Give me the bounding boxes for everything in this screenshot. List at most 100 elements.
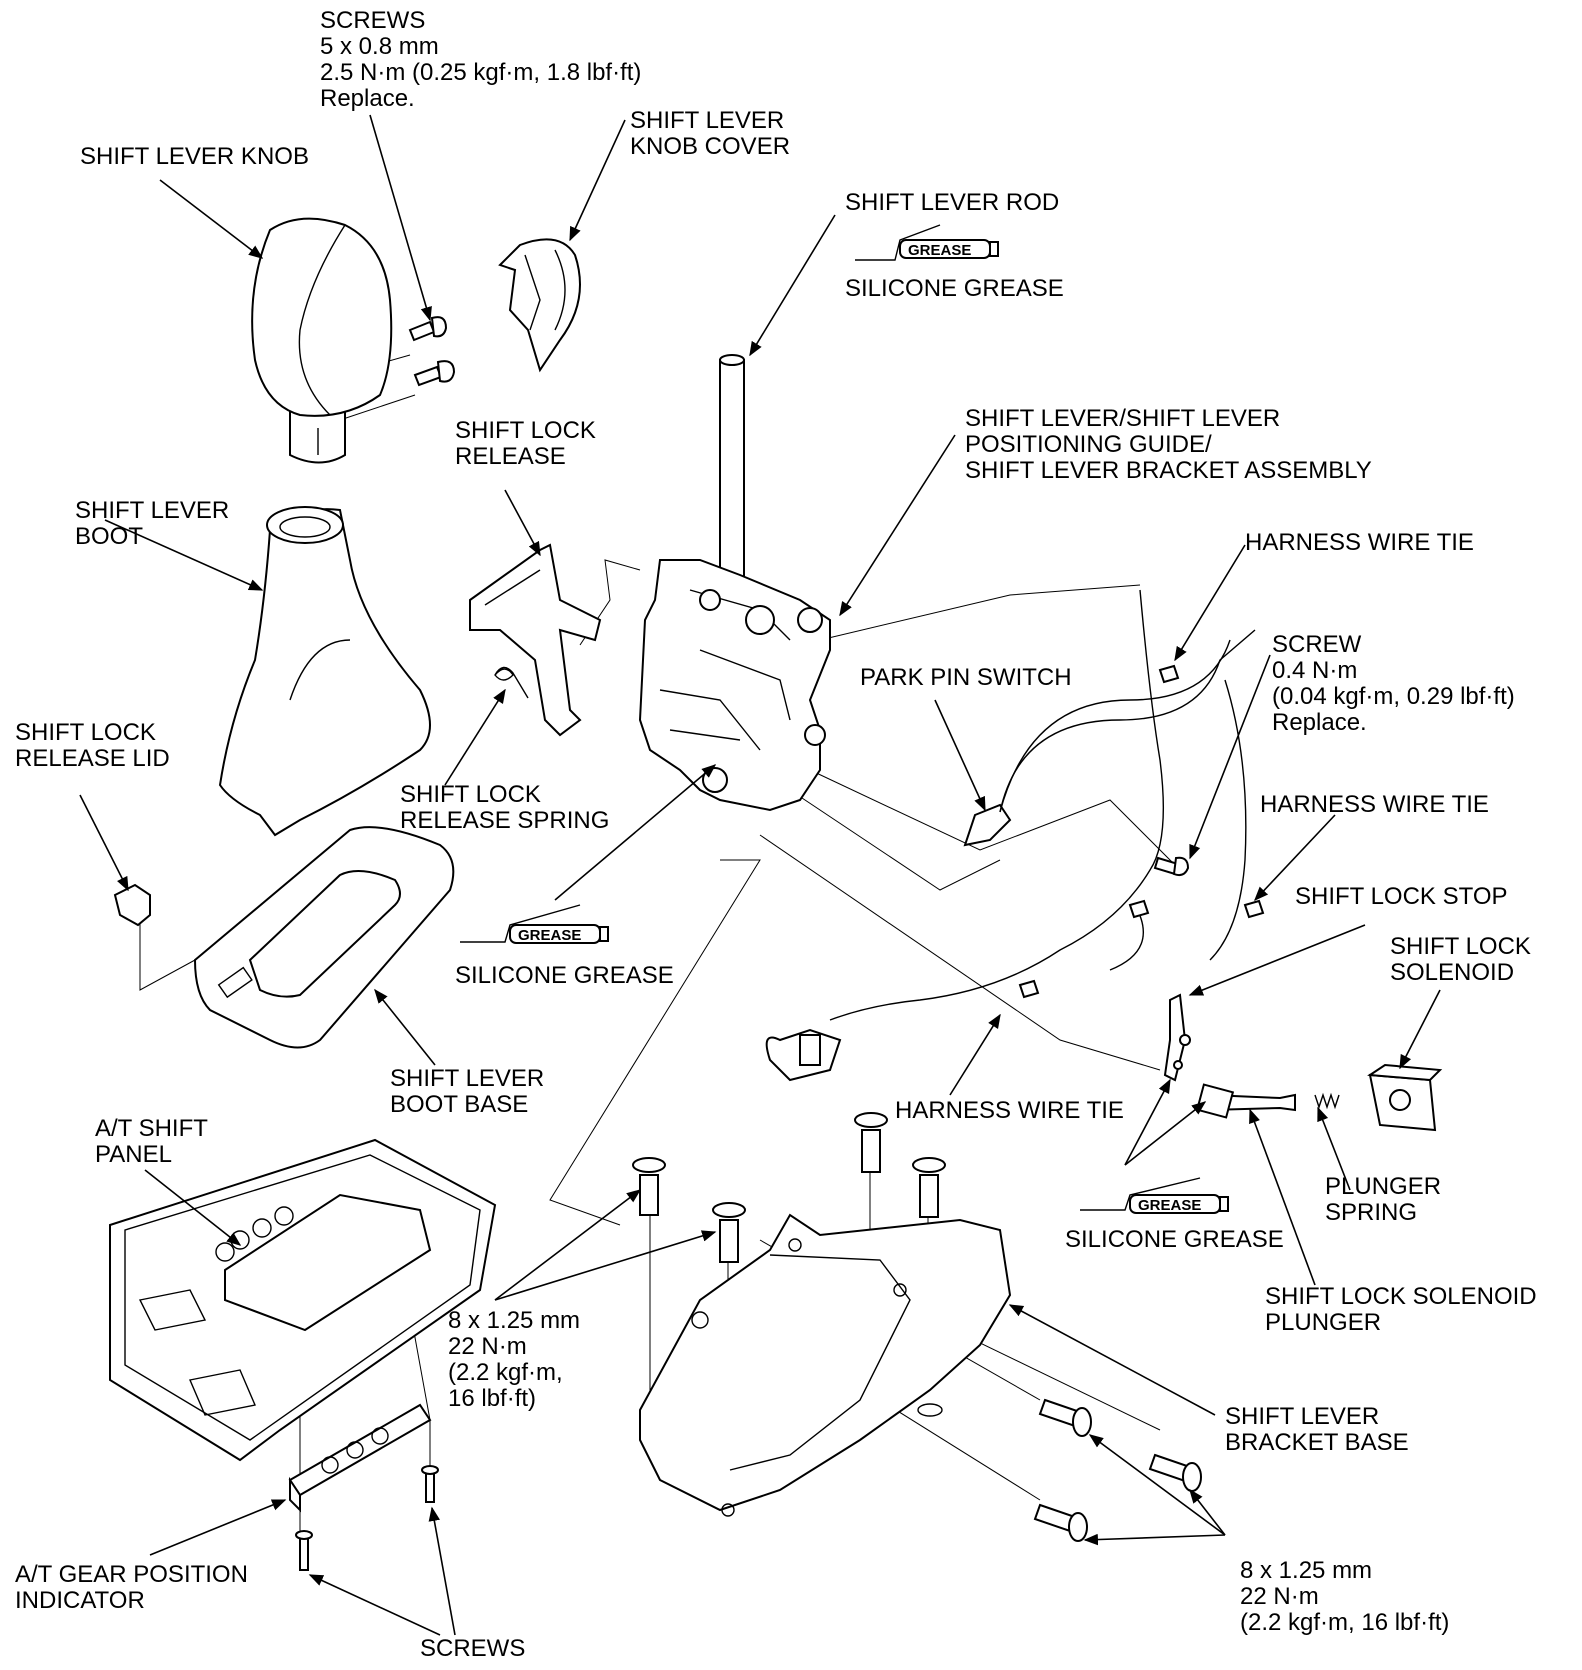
- label-screws-top-line1: SCREWS: [320, 7, 426, 34]
- label-shift-lever-boot-base: SHIFT LEVER BOOT BASE: [390, 1066, 544, 1118]
- shift-lock-release-spring: [494, 666, 529, 699]
- label-shift-lever-rod: SHIFT LEVER ROD: [845, 190, 1059, 216]
- label-harness-wire-tie-3: HARNESS WIRE TIE: [895, 1098, 1124, 1124]
- label-shift-lever-knob-line1: SHIFT LEVER KNOB: [80, 143, 309, 170]
- label-solenoid-line1: SHIFT LOCK: [1390, 933, 1531, 960]
- label-screw-small: SCREW 0.4 N·m (0.04 kgf·m, 0.29 lbf·ft) …: [1272, 632, 1515, 736]
- label-screws-top-line4: Replace.: [320, 85, 415, 112]
- plunger-spring: [1314, 1092, 1340, 1110]
- shift-lever-rod: [719, 354, 745, 581]
- label-shift-lever-assembly: SHIFT LEVER/SHIFT LEVER POSITIONING GUID…: [965, 406, 1372, 484]
- label-screws-top-line3: 2.5 N·m (0.25 kgf·m, 1.8 lbf·ft): [320, 59, 642, 86]
- label-knob-cover: SHIFT LEVER KNOB COVER: [630, 108, 790, 160]
- label-screws-top-line2: 5 x 0.8 mm: [320, 33, 439, 60]
- label-bolts-right: 8 x 1.25 mm 22 N·m (2.2 kgf·m, 16 lbf·ft…: [1240, 1558, 1449, 1636]
- label-gear-position-indicator: A/T GEAR POSITION INDICATOR: [15, 1562, 248, 1614]
- grease-tube-2: GREASE: [460, 904, 609, 944]
- shift-lever-boot: [218, 506, 431, 837]
- grease-tube-text-3: GREASE: [1138, 1197, 1201, 1214]
- label-shift-lock-release: SHIFT LOCK RELEASE: [455, 418, 596, 470]
- label-harness-wire-tie-2-line1: HARNESS WIRE TIE: [1260, 791, 1489, 818]
- label-release-spring-line1: SHIFT LOCK: [400, 781, 541, 808]
- label-harness-wire-tie-1: HARNESS WIRE TIE: [1245, 530, 1474, 556]
- label-bolts-left-line2: 22 N·m: [448, 1333, 527, 1360]
- label-harness-wire-tie-2: HARNESS WIRE TIE: [1260, 792, 1489, 818]
- shift-lock-release-lid: [113, 883, 151, 927]
- label-shift-lever-knob: SHIFT LEVER KNOB: [80, 144, 309, 170]
- label-at-shift-panel: A/T SHIFT PANEL: [95, 1116, 208, 1168]
- label-screws-bottom-line1: SCREWS: [420, 1635, 526, 1662]
- label-solenoid-plunger: SHIFT LOCK SOLENOID PLUNGER: [1265, 1284, 1537, 1336]
- flange-bolts: [632, 1112, 1202, 1542]
- shift-lever-bracket-base: [639, 1213, 1012, 1517]
- label-shift-lock-stop: SHIFT LOCK STOP: [1295, 884, 1508, 910]
- at-gear-position-indicator: [288, 1403, 439, 1571]
- shift-lock-solenoid: [1367, 1063, 1443, 1132]
- grease-tube-text-2: GREASE: [518, 927, 581, 944]
- label-silicone-grease-2-line1: SILICONE GREASE: [455, 962, 674, 989]
- label-shift-lock-solenoid: SHIFT LOCK SOLENOID: [1390, 934, 1531, 986]
- label-release-lid-line1: SHIFT LOCK: [15, 719, 156, 746]
- label-solenoid-line2: SOLENOID: [1390, 959, 1515, 986]
- leader-lines: [79, 114, 1441, 1636]
- label-silicone-grease-1: SILICONE GREASE: [845, 276, 1064, 302]
- label-plunger-spring-line2: SPRING: [1325, 1199, 1418, 1226]
- label-screw-small-line1: SCREW: [1272, 631, 1362, 658]
- label-assembly-line1: SHIFT LEVER/SHIFT LEVER: [965, 405, 1281, 432]
- label-gear-indicator-line2: INDICATOR: [15, 1587, 145, 1614]
- label-release-lid-line2: RELEASE LID: [15, 745, 170, 772]
- shift-lock-solenoid-plunger: [1195, 1083, 1296, 1119]
- label-solenoid-plunger-line2: PLUNGER: [1265, 1309, 1382, 1336]
- park-pin-switch: [963, 803, 1012, 847]
- label-park-pin-switch-line1: PARK PIN SWITCH: [860, 664, 1072, 691]
- label-screws-top: SCREWS 5 x 0.8 mm 2.5 N·m (0.25 kgf·m, 1…: [320, 8, 641, 112]
- shift-lever-boot-base: [193, 826, 455, 1049]
- label-bolts-left: 8 x 1.25 mm 22 N·m (2.2 kgf·m, 16 lbf·ft…: [448, 1308, 580, 1412]
- shift-lever-assembly: [638, 559, 831, 812]
- label-bolts-right-line3: (2.2 kgf·m, 16 lbf·ft): [1240, 1609, 1450, 1636]
- label-knob-cover-line2: KNOB COVER: [630, 133, 791, 160]
- label-silicone-grease-1-line1: SILICONE GREASE: [845, 275, 1064, 302]
- label-knob-cover-line1: SHIFT LEVER: [630, 107, 785, 134]
- label-shift-lock-release-lid: SHIFT LOCK RELEASE LID: [15, 720, 170, 772]
- label-bracket-base-line2: BRACKET BASE: [1225, 1429, 1409, 1456]
- label-bracket-base: SHIFT LEVER BRACKET BASE: [1225, 1404, 1409, 1456]
- label-gear-indicator-line1: A/T GEAR POSITION: [15, 1561, 248, 1588]
- label-bolts-right-line2: 22 N·m: [1240, 1583, 1319, 1610]
- harness-screw: [1153, 856, 1190, 877]
- label-shift-panel-line2: PANEL: [95, 1141, 172, 1168]
- label-shift-panel-line1: A/T SHIFT: [95, 1115, 208, 1142]
- shift-lever-knob: [251, 217, 393, 464]
- label-shift-lock-stop-line1: SHIFT LOCK STOP: [1295, 883, 1508, 910]
- label-bolts-left-line3: (2.2 kgf·m,: [448, 1359, 563, 1386]
- label-shift-lock-release-spring: SHIFT LOCK RELEASE SPRING: [400, 782, 609, 834]
- grease-tube-3: GREASE: [1080, 1177, 1229, 1214]
- label-screw-small-line2: 0.4 N·m: [1272, 657, 1358, 684]
- label-shift-lock-release-line1: SHIFT LOCK: [455, 417, 596, 444]
- label-shift-lever-boot: SHIFT LEVER BOOT: [75, 498, 229, 550]
- label-silicone-grease-2: SILICONE GREASE: [455, 963, 674, 989]
- label-screw-small-line3: (0.04 kgf·m, 0.29 lbf·ft): [1272, 683, 1515, 710]
- label-boot-base-line1: SHIFT LEVER: [390, 1065, 545, 1092]
- shift-lock-stop: [1163, 993, 1191, 1082]
- wire-harness: [765, 589, 1265, 1082]
- label-boot-line1: SHIFT LEVER: [75, 497, 230, 524]
- label-assembly-line2: POSITIONING GUIDE/: [965, 431, 1212, 458]
- label-bolts-left-line1: 8 x 1.25 mm: [448, 1307, 581, 1334]
- label-solenoid-plunger-line1: SHIFT LOCK SOLENOID: [1265, 1283, 1537, 1310]
- at-shift-panel: [109, 1138, 497, 1462]
- label-assembly-line3: SHIFT LEVER BRACKET ASSEMBLY: [965, 457, 1372, 484]
- knob-screws: [408, 316, 456, 387]
- shift-lever-knob-cover: [498, 238, 581, 373]
- label-screws-bottom: SCREWS: [420, 1636, 525, 1662]
- label-silicone-grease-3: SILICONE GREASE: [1065, 1227, 1284, 1253]
- label-bolts-right-line1: 8 x 1.25 mm: [1240, 1557, 1373, 1584]
- shift-lock-release: [469, 543, 602, 737]
- label-shift-lever-rod-line1: SHIFT LEVER ROD: [845, 189, 1060, 216]
- label-bolts-left-line4: 16 lbf·ft): [448, 1385, 537, 1412]
- label-boot-base-line2: BOOT BASE: [390, 1091, 529, 1118]
- label-release-spring-line2: RELEASE SPRING: [400, 807, 610, 834]
- label-harness-wire-tie-1-line1: HARNESS WIRE TIE: [1245, 529, 1474, 556]
- label-shift-lock-release-line2: RELEASE: [455, 443, 566, 470]
